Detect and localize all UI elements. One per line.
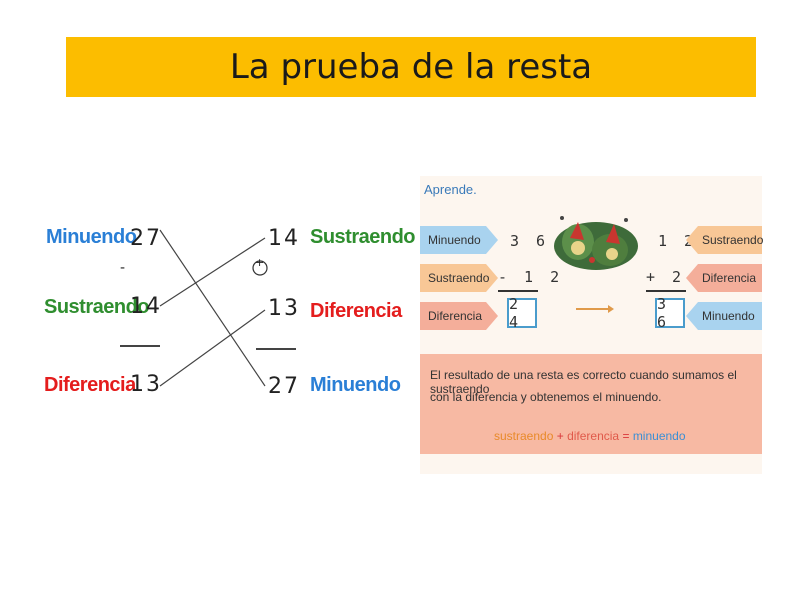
subtraction-minuendo: 3 6 xyxy=(510,232,550,250)
explanation-line-1: El resultado de una resta es correcto cu… xyxy=(430,368,737,396)
tag-diferencia-left: Diferencia xyxy=(428,309,483,323)
subtraction-sustraendo: - 1 2 xyxy=(498,268,564,286)
addition-sustraendo: 1 2 xyxy=(658,232,698,250)
formula-plus: + xyxy=(556,429,564,443)
formula-equals: = xyxy=(622,429,630,443)
left-tag-shapes xyxy=(420,226,498,330)
space-fruit-illustration-icon xyxy=(554,216,638,270)
number-diferencia-left: 13 xyxy=(130,372,162,397)
minus-sign: - xyxy=(120,260,128,276)
title-banner: La prueba de la resta xyxy=(66,37,756,97)
aprende-panel: Aprende. Minuendo Sustraendo Diferencia … xyxy=(420,176,764,474)
label-sustraendo-right: Sustraendo xyxy=(310,226,416,248)
formula-sustraendo: sustraendo xyxy=(494,429,554,443)
arrow-right-icon xyxy=(576,305,614,313)
formula-minuendo: minuendo xyxy=(632,429,686,443)
formula-diferencia: diferencia xyxy=(567,429,620,443)
number-minuendo-left: 27 xyxy=(130,226,162,251)
explanation-line-2: con la diferencia y obtenemos el minuend… xyxy=(430,390,662,404)
addition-rule xyxy=(646,290,686,292)
plus-sign: + xyxy=(255,256,267,269)
subtraction-result-box: 2 4 xyxy=(507,295,537,331)
connector-lines xyxy=(120,229,296,387)
tag-sustraendo-left: Sustraendo xyxy=(428,271,490,285)
subtraction-rule xyxy=(498,290,538,292)
page-title: La prueba de la resta xyxy=(229,47,593,87)
tag-minuendo-right: Minuendo xyxy=(702,309,755,323)
label-minuendo-right: Minuendo xyxy=(310,374,401,396)
formula: sustraendo + diferencia = minuendo xyxy=(494,429,686,443)
explanation-box: El resultado de una resta es correcto cu… xyxy=(420,354,762,454)
tag-diferencia-right: Diferencia xyxy=(702,271,757,285)
subtraction-proof-diagram: Minuendo Sustraendo Diferencia 27 - 14 1… xyxy=(40,210,416,420)
number-diferencia-right: 13 xyxy=(268,296,300,321)
label-diferencia-left: Diferencia xyxy=(44,374,136,396)
addition-result-box: 3 6 xyxy=(655,295,685,331)
plus-circle-icon xyxy=(252,260,268,276)
tag-sustraendo-right: Sustraendo xyxy=(702,233,764,247)
number-minuendo-right: 27 xyxy=(268,374,300,399)
right-tag-shapes xyxy=(686,226,762,330)
aprende-heading: Aprende. xyxy=(424,182,477,197)
number-sustraendo-right: 14 xyxy=(268,226,300,251)
label-minuendo-left: Minuendo xyxy=(46,226,137,248)
tag-minuendo-left: Minuendo xyxy=(428,233,481,247)
label-sustraendo-left: Sustraendo xyxy=(44,296,150,318)
number-sustraendo-left: 14 xyxy=(130,294,162,319)
label-diferencia-right: Diferencia xyxy=(310,300,402,322)
